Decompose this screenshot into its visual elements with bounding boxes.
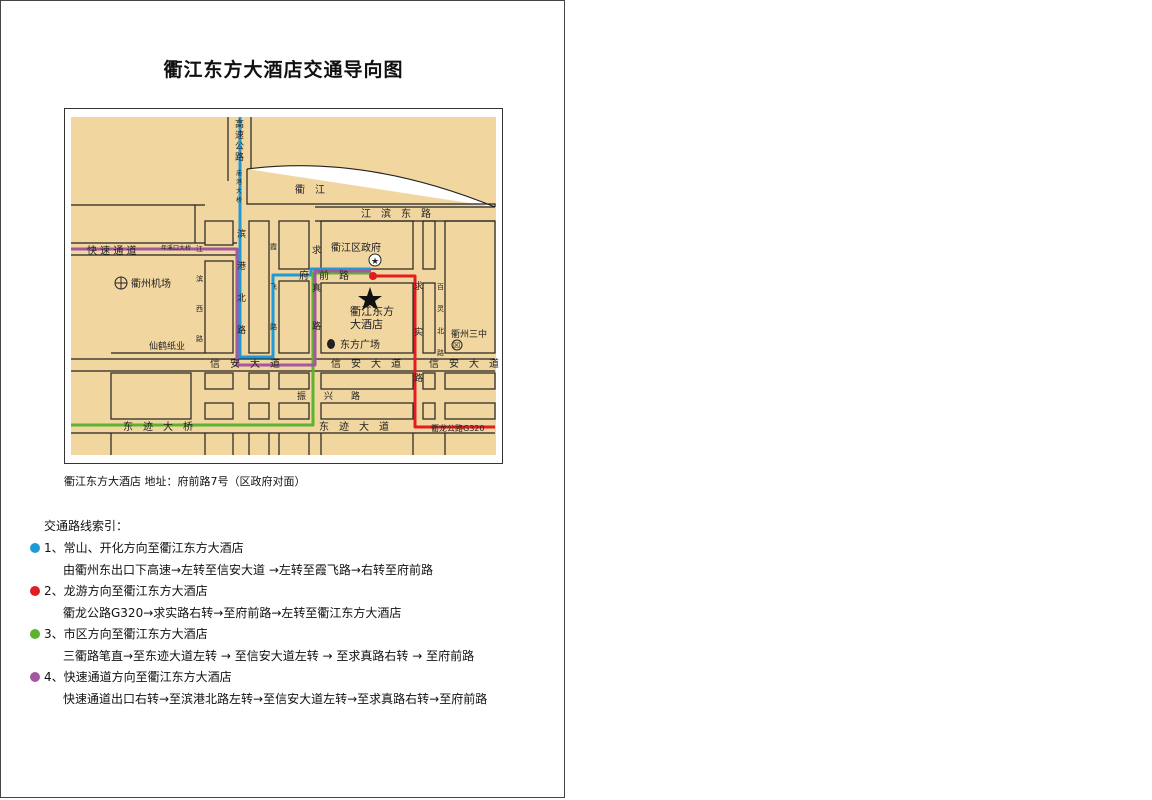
route-2-label: 2、龙游方向至衢江东方大酒店 xyxy=(44,584,208,598)
blue-dot-icon xyxy=(30,542,40,553)
plaza-icon xyxy=(327,339,335,349)
route-3-label: 3、市区方向至衢江东方大酒店 xyxy=(44,627,208,641)
baiyun-road-label-char: 百 xyxy=(437,283,444,291)
school-icon: ☒ xyxy=(451,339,463,351)
binxi-road-label-char: 路 xyxy=(196,334,203,343)
xiafei-bridge-label: 年溪口大桥 xyxy=(161,244,191,252)
government-label: 衢江区政府 xyxy=(331,241,381,254)
xiafei-road-label-char: 路 xyxy=(270,322,277,331)
bridge-label-char: 庙 xyxy=(236,169,242,177)
xinan-road-left-label: 信 安 大 道 xyxy=(210,357,280,370)
dongji-road-label: 东 迹 大 道 xyxy=(319,420,389,433)
hotel-name-label-char: 大酒店 xyxy=(350,317,383,331)
route-3-path xyxy=(71,271,371,427)
map-labels: 高速公路庙港大桥衢 江江 滨 东 路快 速 通 道年溪口大桥衢州机场滨西路滨港北… xyxy=(87,118,499,433)
route-2-desc: 衢龙公路G320→求实路右转→至府前路→左转至衢江东方大酒店 xyxy=(63,606,402,620)
school-label: 衢州三中 xyxy=(451,328,487,340)
route-4-path xyxy=(71,247,371,367)
dongji-bridge-label: 东 迹 大 桥 xyxy=(123,420,193,433)
xiafei-road-label-char: 飞 xyxy=(270,283,277,291)
highway-label-char: 公 xyxy=(235,141,244,152)
baiyun-road-label-char: 北 xyxy=(437,327,444,335)
xinan-road-mid-label: 信 安 大 道 xyxy=(331,357,401,370)
bridge-label-char: 大 xyxy=(236,187,242,195)
route-3-desc: 三衢路笔直→至东迹大道左转 → 至信安大道左转 → 至求真路右转 → 至府前路 xyxy=(63,649,475,663)
legend-header: 交通路线索引： xyxy=(44,519,129,533)
route-2-path xyxy=(373,274,495,429)
route-end-marker xyxy=(369,272,377,280)
jiangbin-road-label: 江 滨 东 路 xyxy=(361,207,431,220)
purple-dot-icon xyxy=(30,671,40,682)
binxi-road-label-char: 滨 xyxy=(196,274,203,283)
route-4-title: 4、快速通道方向至衢江东方大酒店 xyxy=(30,668,232,685)
document-page: 衢江东方大酒店交通导向图 xyxy=(0,0,565,798)
route-2-title: 2、龙游方向至衢江东方大酒店 xyxy=(30,582,208,599)
jiang-prefix-label: 江 xyxy=(196,245,203,253)
route-1-desc: 由衢州东出口下高速→左转至信安大道 →左转至霞飞路→右转至府前路 xyxy=(63,563,433,577)
traffic-map: ★ ☒ 高速公路庙港大桥衢 江江 滨 东 路快 速 通 道年溪口大桥衢州机场滨西… xyxy=(64,108,503,464)
zhenxing-road-label: 振 兴 路 xyxy=(297,390,360,402)
qiuzhen-road-label-char: 求 xyxy=(312,244,321,256)
hotel-name-label-char: 衢江东方 xyxy=(350,304,394,318)
highway-label-char: 路 xyxy=(235,151,244,163)
plaza-label: 东方广场 xyxy=(340,338,380,351)
airport-label: 衢州机场 xyxy=(131,277,171,290)
qiushi-road-label-char: 实 xyxy=(414,326,423,338)
xinan-road-right-label: 信 安 大 道 xyxy=(429,357,499,370)
svg-text:★: ★ xyxy=(371,257,379,267)
qiushi-road-label-char: 路 xyxy=(414,372,423,384)
bingang-road-label-char: 滨 xyxy=(237,228,246,240)
page-title: 衢江东方大酒店交通导向图 xyxy=(163,59,404,81)
route-1-label: 1、常山、开化方向至衢江东方大酒店 xyxy=(44,541,244,555)
binxi-road-label-char: 西 xyxy=(196,305,203,313)
fuqian-road-label: 府 前 路 xyxy=(299,269,349,282)
highway-label-char: 高 xyxy=(235,118,244,130)
baiyun-road-label-char: 灵 xyxy=(437,305,444,313)
svg-text:☒: ☒ xyxy=(453,341,460,350)
qiushi-road-label-char: 求 xyxy=(414,280,423,292)
express-road-label: 快 速 通 道 xyxy=(87,244,137,257)
hotel-address: 衢江东方大酒店 地址：府前路7号（区政府对面） xyxy=(64,475,306,488)
xiafei-road-label-char: 霞 xyxy=(270,243,277,251)
bridge-label-char: 桥 xyxy=(236,196,242,204)
road-network xyxy=(71,117,496,455)
route-3-title: 3、市区方向至衢江东方大酒店 xyxy=(30,625,208,642)
river-label: 衢 江 xyxy=(295,184,325,196)
g320-road-label: 衢龙公路G320 xyxy=(431,423,484,433)
qiuzhen-road-label-char: 路 xyxy=(312,320,321,332)
baiyun-road-label-char: 路 xyxy=(437,348,444,357)
qiuzhen-road-label-char: 真 xyxy=(312,282,321,294)
route-4-label: 4、快速通道方向至衢江东方大酒店 xyxy=(44,670,232,684)
green-dot-icon xyxy=(30,628,40,639)
route-lines xyxy=(71,117,495,429)
paper-label: 仙鹤纸业 xyxy=(149,340,185,352)
red-dot-icon xyxy=(30,585,40,596)
bridge-label-char: 港 xyxy=(236,178,242,186)
bingang-road-label-char: 港 xyxy=(237,260,246,272)
bingang-road-label-char: 路 xyxy=(237,324,246,336)
route-1-path xyxy=(238,117,371,359)
route-1-title: 1、常山、开化方向至衢江东方大酒店 xyxy=(30,539,244,556)
bingang-road-label-char: 北 xyxy=(237,293,246,304)
route-4-desc: 快速通道出口右转→至滨港北路左转→至信安大道左转→至求真路右转→至府前路 xyxy=(63,692,488,706)
hotel-star-icon xyxy=(358,287,382,310)
government-icon: ★ xyxy=(368,253,382,267)
highway-label-char: 速 xyxy=(235,130,244,141)
airport-icon xyxy=(114,276,128,290)
